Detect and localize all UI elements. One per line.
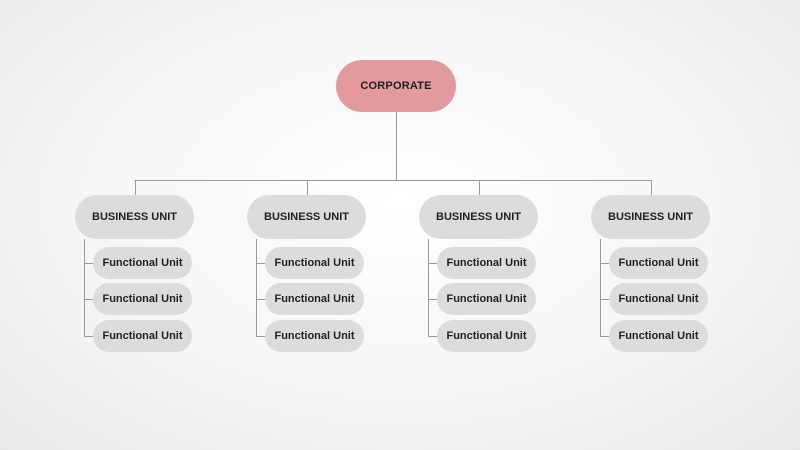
functional-unit-node: Functional Unit xyxy=(265,247,364,279)
business-unit-node: BUSINESS UNIT xyxy=(591,195,710,239)
functional-unit-node: Functional Unit xyxy=(609,247,708,279)
functional-unit-node: Functional Unit xyxy=(437,320,536,352)
corporate-node: CORPORATE xyxy=(336,60,456,112)
functional-unit-node: Functional Unit xyxy=(437,247,536,279)
functional-unit-node: Functional Unit xyxy=(265,283,364,315)
functional-unit-node: Functional Unit xyxy=(437,283,536,315)
functional-unit-node: Functional Unit xyxy=(265,320,364,352)
business-unit-node: BUSINESS UNIT xyxy=(419,195,538,239)
functional-unit-node: Functional Unit xyxy=(93,320,192,352)
functional-unit-node: Functional Unit xyxy=(93,247,192,279)
functional-unit-node: Functional Unit xyxy=(609,283,708,315)
functional-unit-node: Functional Unit xyxy=(93,283,192,315)
functional-unit-node: Functional Unit xyxy=(609,320,708,352)
business-unit-node: BUSINESS UNIT xyxy=(75,195,194,239)
business-unit-node: BUSINESS UNIT xyxy=(247,195,366,239)
